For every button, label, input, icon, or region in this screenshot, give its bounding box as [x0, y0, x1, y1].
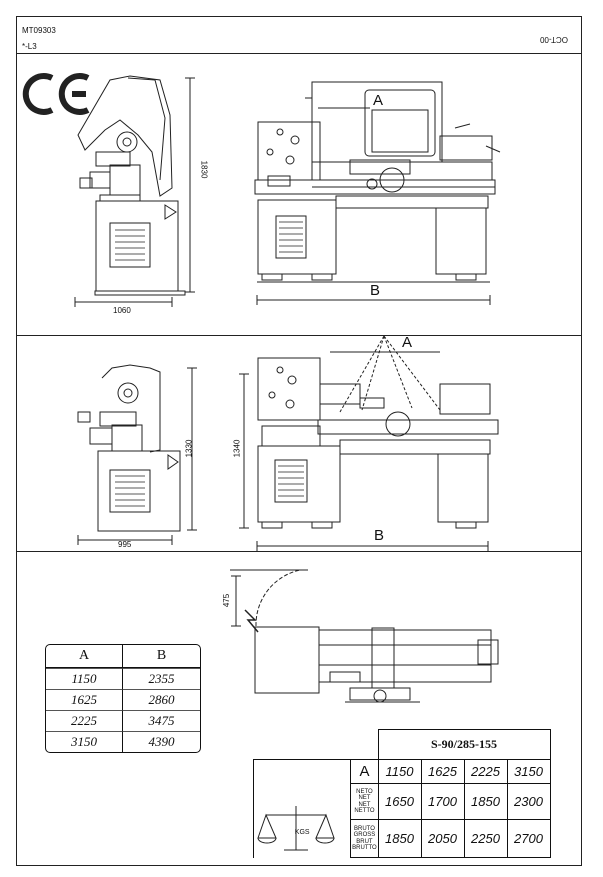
section-divider-1 — [16, 335, 582, 336]
net-label-line: NETO — [356, 788, 373, 795]
ab-cell: 3475 — [123, 710, 200, 731]
ab-header-a: A — [46, 645, 123, 668]
gross-weight-value: 2700 — [506, 819, 551, 858]
lathe-front-view-top — [254, 81, 501, 305]
weight-a-value: 1625 — [420, 759, 465, 784]
ab-cell: 2225 — [46, 710, 123, 731]
header-divider — [16, 53, 582, 54]
ab-header-b: B — [123, 645, 200, 668]
dim-side-height-middle: 1330 — [184, 439, 194, 458]
weight-a-value: 1150 — [377, 759, 422, 784]
ab-dimension-table: A B 1150 2355 1625 2860 2225 3475 3150 4… — [45, 644, 201, 753]
document-code: MT09303 — [22, 26, 56, 35]
gross-weight-value: 2050 — [420, 819, 465, 858]
ab-cell: 2860 — [123, 689, 200, 710]
net-label: NETO NET NET NETTO — [350, 783, 379, 820]
label-a-middle: A — [402, 334, 413, 351]
ab-cell: 2355 — [123, 668, 200, 689]
label-a-top: A — [373, 92, 384, 109]
weight-a-value: 2225 — [463, 759, 508, 784]
dim-side-width-middle: 995 — [118, 540, 132, 549]
label-b-middle: B — [374, 527, 385, 544]
gross-label-line: BRUTO — [353, 825, 375, 832]
gross-weight-value: 1850 — [377, 819, 422, 858]
weight-table: S-90/285-155 KGS A 1150 1625 2225 3150 N… — [252, 729, 551, 858]
net-weight-value: 1700 — [420, 783, 465, 820]
drawing-frame — [16, 16, 582, 866]
dim-front-height-middle: 1340 — [232, 439, 242, 458]
model-name: S-90/285-155 — [377, 729, 551, 760]
lathe-side-view-middle — [77, 364, 197, 545]
net-weight-value: 1650 — [377, 783, 422, 820]
weight-a-value: 3150 — [506, 759, 551, 784]
label-b-top: B — [370, 282, 381, 299]
lathe-front-view-middle — [239, 335, 499, 551]
dim-side-height-top: 1830 — [199, 160, 209, 179]
weight-a-label: A — [350, 759, 379, 784]
scale-unit: KGS — [294, 829, 310, 837]
dim-cover-height: 475 — [222, 593, 232, 608]
lathe-plan-view — [230, 569, 499, 703]
net-label-line: NET — [358, 801, 371, 808]
net-weight-value: 2300 — [506, 783, 551, 820]
ab-cell: 1150 — [46, 668, 123, 689]
net-weight-value: 1850 — [463, 783, 508, 820]
ab-cell: 4390 — [123, 731, 200, 752]
scale-cell: KGS — [252, 759, 352, 858]
net-label-line: NET — [358, 795, 371, 801]
gross-weight-value: 2250 — [463, 819, 508, 858]
gross-label-line: BRUT — [356, 838, 373, 845]
gross-label-line: BRUTTO — [352, 845, 377, 851]
lathe-side-view-top — [74, 75, 195, 307]
ab-cell: 1625 — [46, 689, 123, 710]
dim-side-width-top: 1060 — [113, 306, 131, 315]
net-label-line: NETTO — [354, 808, 375, 814]
gross-label-line: GROSS — [353, 832, 376, 838]
gross-label: BRUTO GROSS BRUT BRUTTO — [350, 819, 379, 858]
document-subcode: *-L3 — [22, 42, 37, 51]
ab-cell: 3150 — [46, 731, 123, 752]
section-divider-2 — [16, 551, 582, 552]
ce-mark-icon — [22, 73, 90, 115]
